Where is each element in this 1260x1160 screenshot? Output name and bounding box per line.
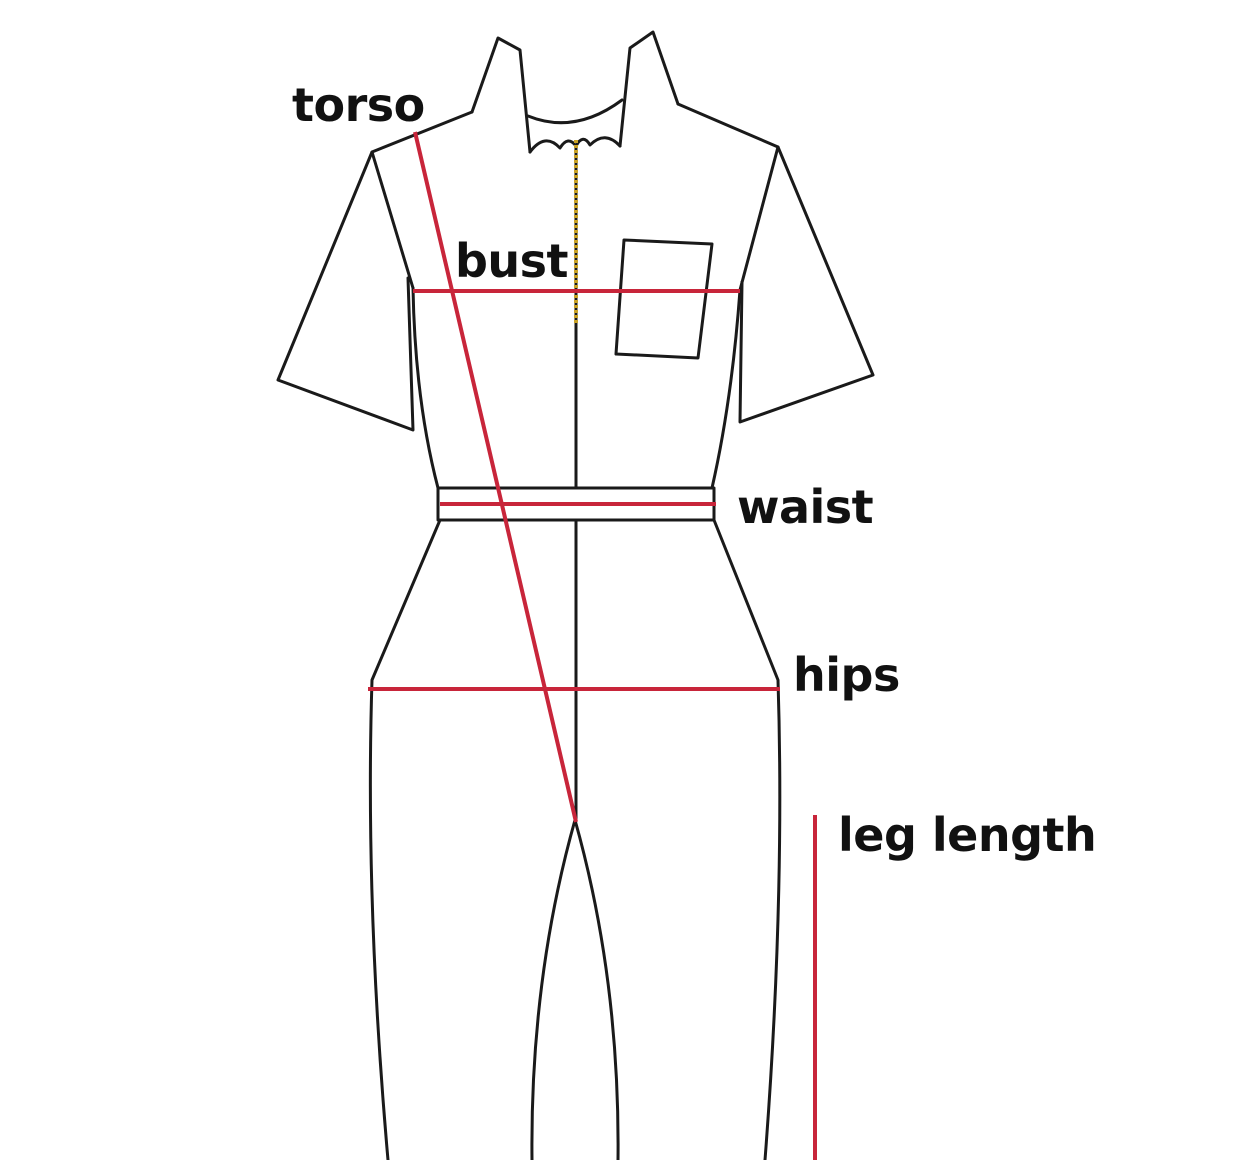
- bodice: [411, 286, 742, 490]
- bust-label: bust: [455, 234, 569, 288]
- torso-label: torso: [292, 78, 425, 132]
- torso-measure-line: [413, 131, 578, 823]
- chest-pocket: [614, 238, 714, 360]
- trousers: [368, 518, 782, 1160]
- hips-label: hips: [793, 648, 900, 702]
- waist-label: waist: [737, 480, 874, 534]
- leg-length-label: leg length: [838, 808, 1097, 862]
- collar: [470, 30, 680, 154]
- sleeves: [276, 102, 875, 432]
